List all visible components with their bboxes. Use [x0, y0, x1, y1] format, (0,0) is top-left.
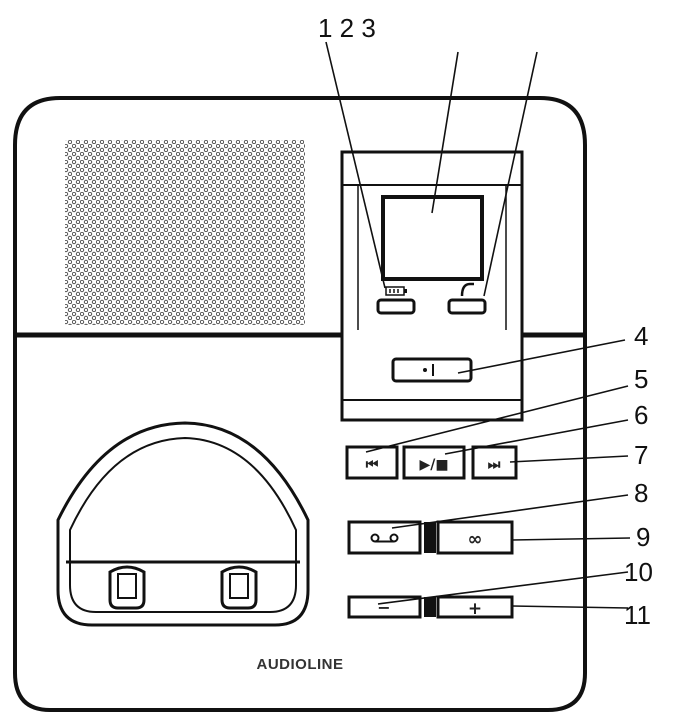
skip-forward-button[interactable]: ⏭: [471, 445, 518, 480]
battery-led-button[interactable]: [376, 286, 416, 315]
play-stop-icon: ▶/■: [419, 457, 448, 473]
mic-button[interactable]: [391, 357, 473, 383]
callout-7: 7: [634, 440, 648, 470]
skip-back-icon: ⏮: [366, 457, 379, 473]
handset-icon: [460, 282, 474, 297]
memo-button[interactable]: [347, 520, 422, 555]
callout-6: 6: [634, 400, 648, 430]
callout-8: 8: [634, 478, 648, 508]
display-module: [340, 150, 524, 422]
callout-lines: [325, 41, 631, 609]
volume-up-button[interactable]: +: [436, 595, 514, 619]
plus-icon: +: [468, 599, 482, 619]
skip-forward-icon: ⏭: [488, 457, 501, 473]
minus-icon: −: [377, 598, 390, 617]
callout-5: 5: [634, 364, 648, 394]
volume-down-button[interactable]: −: [347, 595, 422, 619]
infinity-icon: ∞: [468, 529, 483, 550]
button-separator: [424, 522, 436, 553]
skip-back-button[interactable]: ⏮: [345, 445, 399, 480]
tape-icon: [370, 533, 399, 543]
callout-4: 4: [634, 321, 648, 351]
cradle-hook-right: [220, 565, 258, 610]
callout-1-2-3: 1 2 3: [318, 13, 376, 43]
play-stop-button[interactable]: ▶/■: [402, 445, 466, 480]
mic-icon: [423, 364, 434, 376]
brand-logo: AUDIOLINE: [257, 656, 344, 673]
battery-icon: [385, 286, 407, 296]
infinity-button[interactable]: ∞: [436, 520, 514, 555]
handset-cradle: [56, 421, 310, 627]
callout-9: 9: [636, 522, 650, 552]
line-led-button[interactable]: [447, 282, 487, 315]
callout-10: 10: [624, 557, 653, 587]
cradle-hook-left: [108, 565, 146, 610]
speaker-grill: [65, 140, 305, 325]
callout-11: 11: [624, 600, 651, 630]
volume-separator: [424, 597, 436, 617]
